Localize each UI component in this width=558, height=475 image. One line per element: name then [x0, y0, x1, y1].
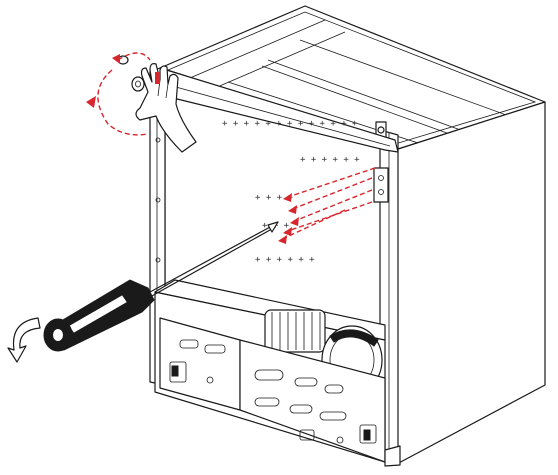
red-direction-arrows — [278, 167, 376, 244]
svg-text:+ + + +: + + + + — [255, 193, 294, 203]
svg-text:+ + + + + +: + + + + + + — [255, 255, 315, 265]
screwdriver-icon — [43, 221, 279, 352]
base-plate — [159, 317, 386, 463]
svg-text:+ + + + + +: + + + + + + — [300, 155, 360, 165]
pump-coil — [264, 309, 326, 353]
red-rotation-indicator — [86, 52, 151, 136]
lower-base-assembly — [154, 279, 401, 467]
svg-text:+ + + + + + + + + + + + +: + + + + + + + + + + + + + — [222, 119, 358, 129]
cabinet-top-frame — [159, 5, 546, 151]
cabinet-right-side — [394, 101, 546, 466]
rotate-arrow-icon — [7, 317, 41, 363]
